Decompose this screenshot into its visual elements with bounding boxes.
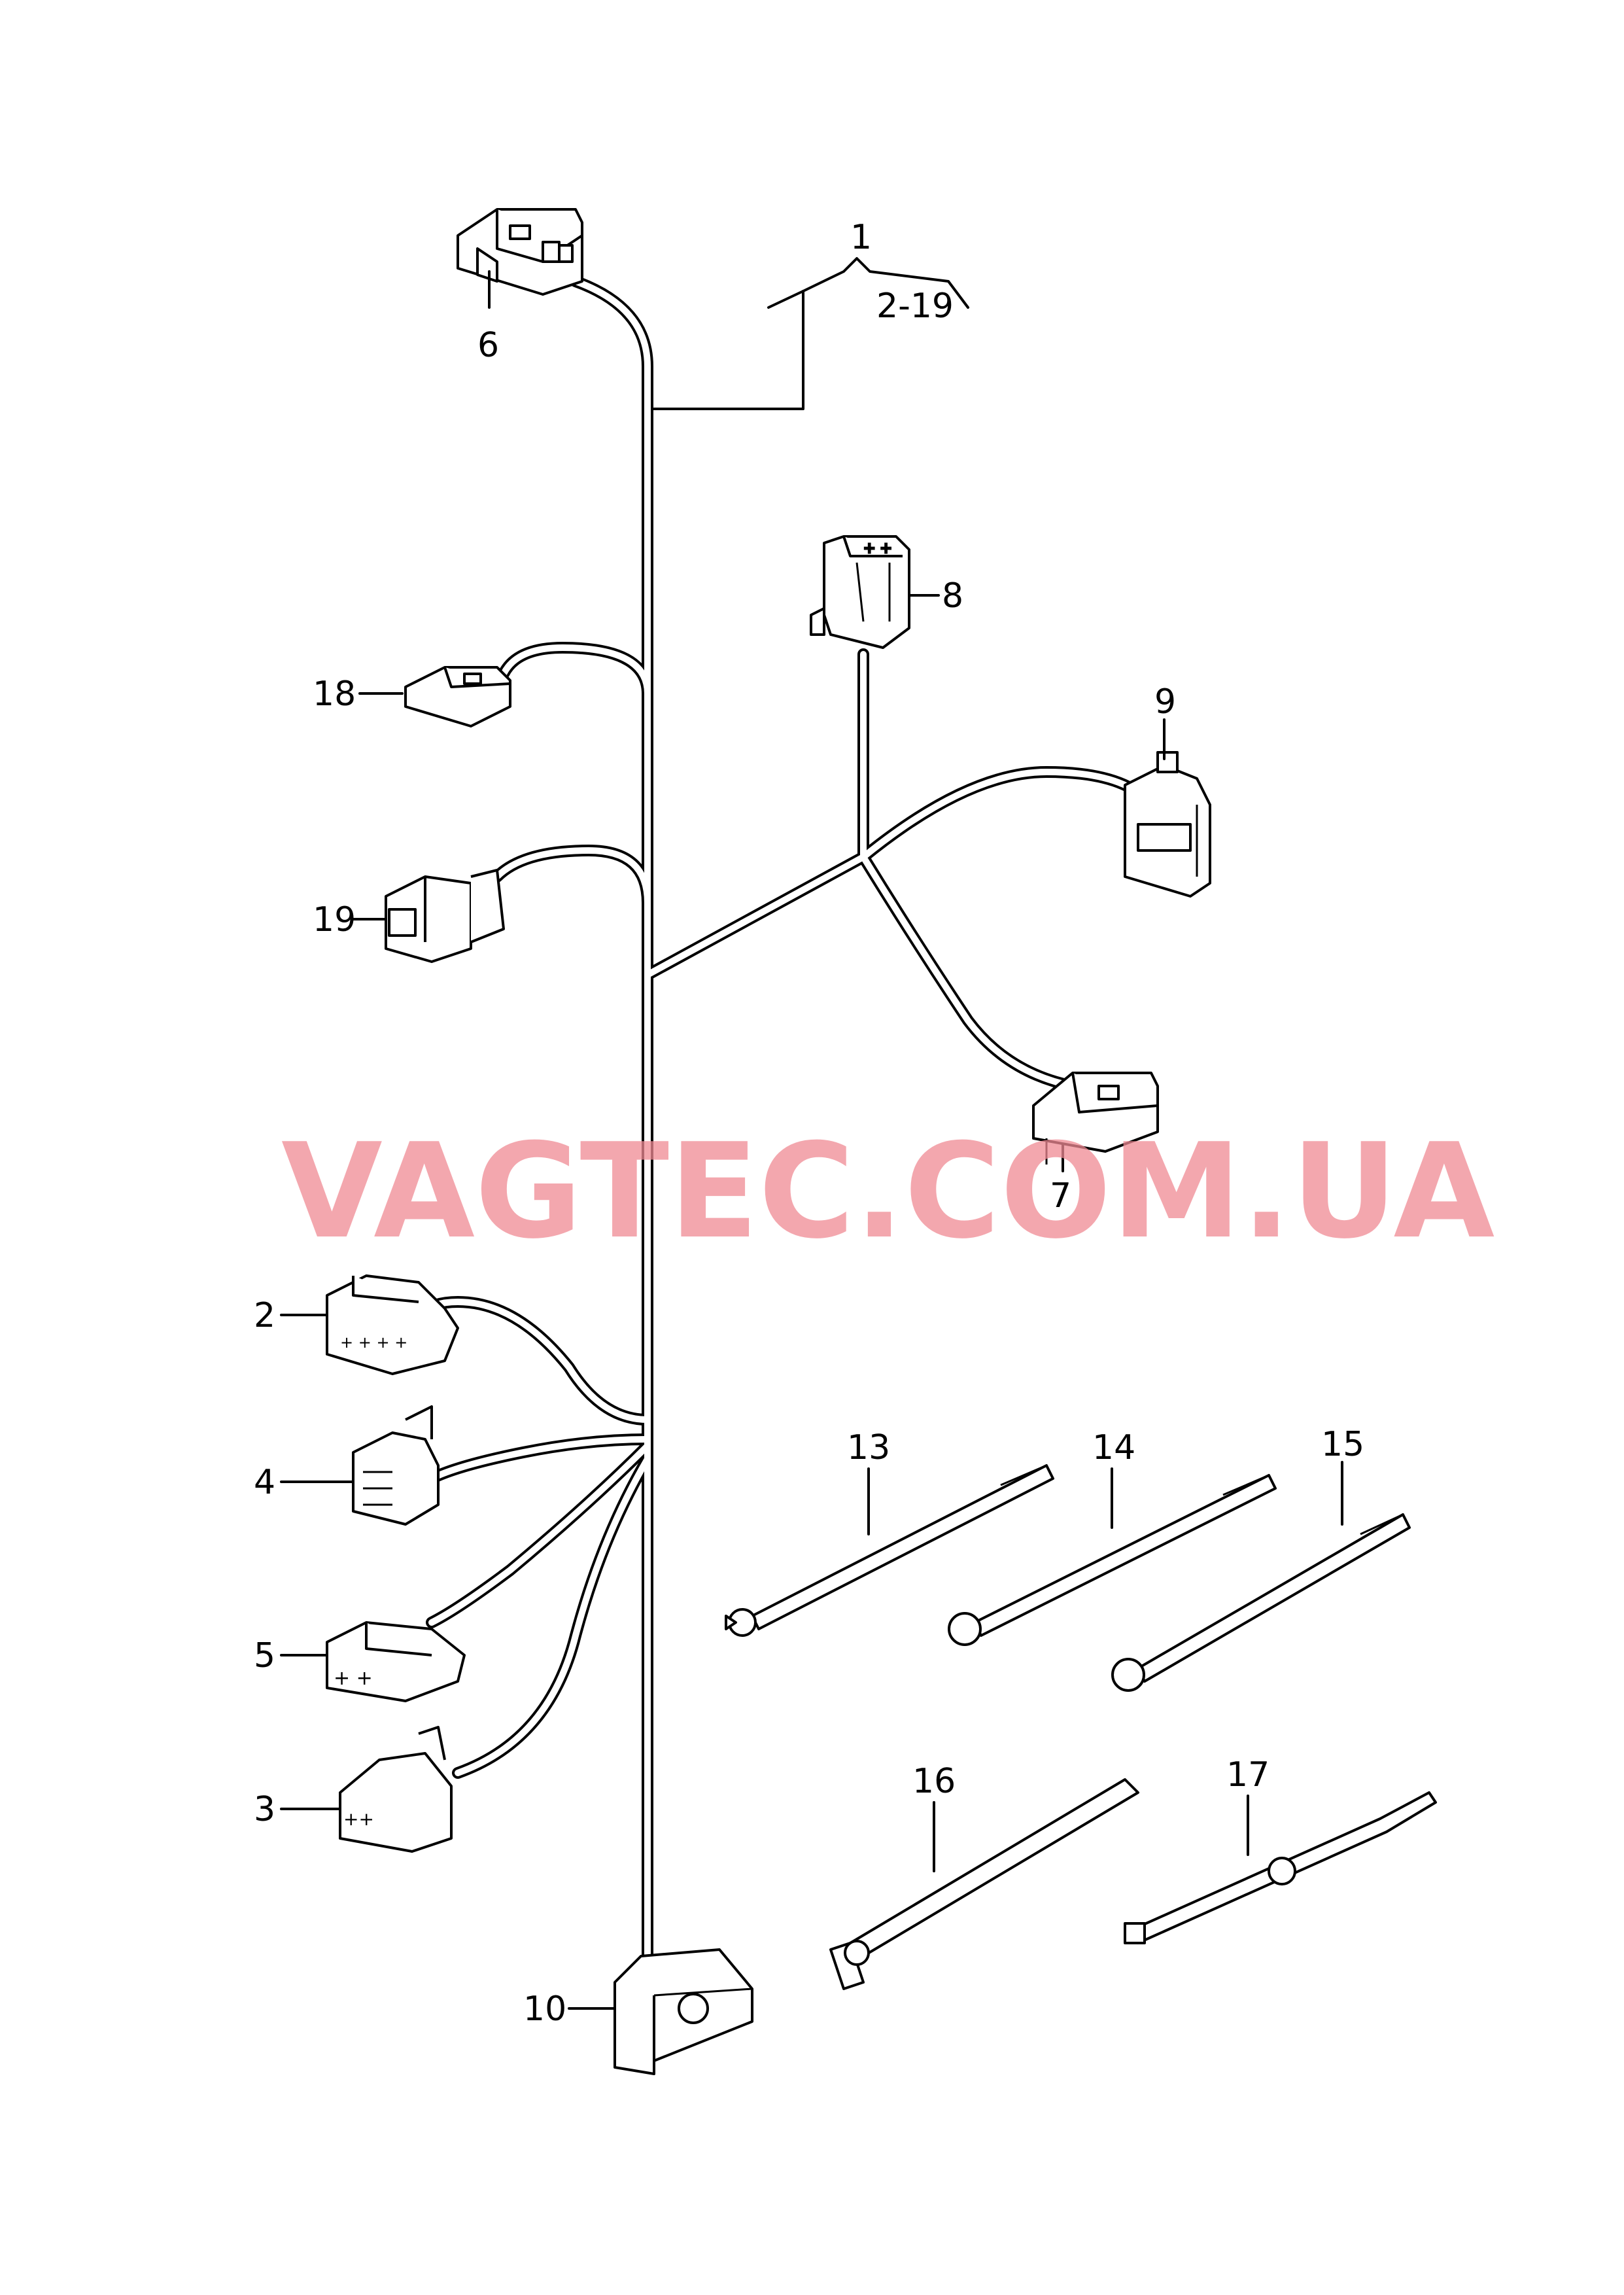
connector-6: [457, 208, 583, 296]
cable-tie-13: [725, 1464, 1054, 1637]
callout-2: 2: [254, 1296, 275, 1335]
connector-8: + +: [810, 535, 910, 649]
leader-lines: [280, 257, 1343, 2010]
callout-14: 14: [1092, 1428, 1135, 1467]
callout-8: 8: [942, 576, 963, 616]
callout-7: 7: [1050, 1176, 1071, 1216]
cable-tie-14: [948, 1474, 1277, 1646]
watermark-text: VAGTEC.COM.UA: [281, 1115, 1494, 1268]
connector-5: + +: [326, 1621, 466, 1702]
callout-15: 15: [1321, 1425, 1364, 1464]
cable-tie-17: [1124, 1791, 1437, 1944]
connector-19: [385, 869, 505, 963]
cable-tie-16: [829, 1778, 1139, 1990]
connector-4: [352, 1405, 440, 1526]
connector-3: ++: [339, 1726, 453, 1853]
callout-3: 3: [254, 1790, 275, 1829]
svg-text:++: ++: [343, 1808, 374, 1830]
callout-2-19: 2-19: [876, 287, 954, 326]
callout-1: 1: [850, 218, 872, 257]
cable-tie-15: [1111, 1513, 1411, 1692]
callout-6: 6: [477, 326, 499, 365]
callout-19: 19: [313, 900, 356, 939]
svg-text:+ +: + +: [863, 540, 892, 557]
callout-18: 18: [313, 674, 356, 714]
connector-9: [1124, 751, 1211, 898]
svg-text:+ +: + +: [334, 1667, 373, 1690]
svg-text:+ + + +: + + + +: [340, 1333, 407, 1352]
callout-16: 16: [912, 1762, 956, 1801]
callout-13: 13: [847, 1428, 890, 1467]
connector-2: + + + +: [326, 1274, 459, 1375]
connector-7: [1032, 1072, 1159, 1165]
callout-4: 4: [254, 1463, 275, 1502]
callout-labels: 1 2-19 6 18 19 8 9 7 2 4 5 3 10 13 14 15…: [254, 218, 1364, 2029]
callout-5: 5: [254, 1636, 275, 1675]
callout-17: 17: [1226, 1755, 1270, 1795]
connector-18: [404, 666, 511, 727]
callout-10: 10: [523, 1989, 566, 2029]
component-10: [613, 1948, 753, 2075]
callout-9: 9: [1154, 682, 1176, 722]
